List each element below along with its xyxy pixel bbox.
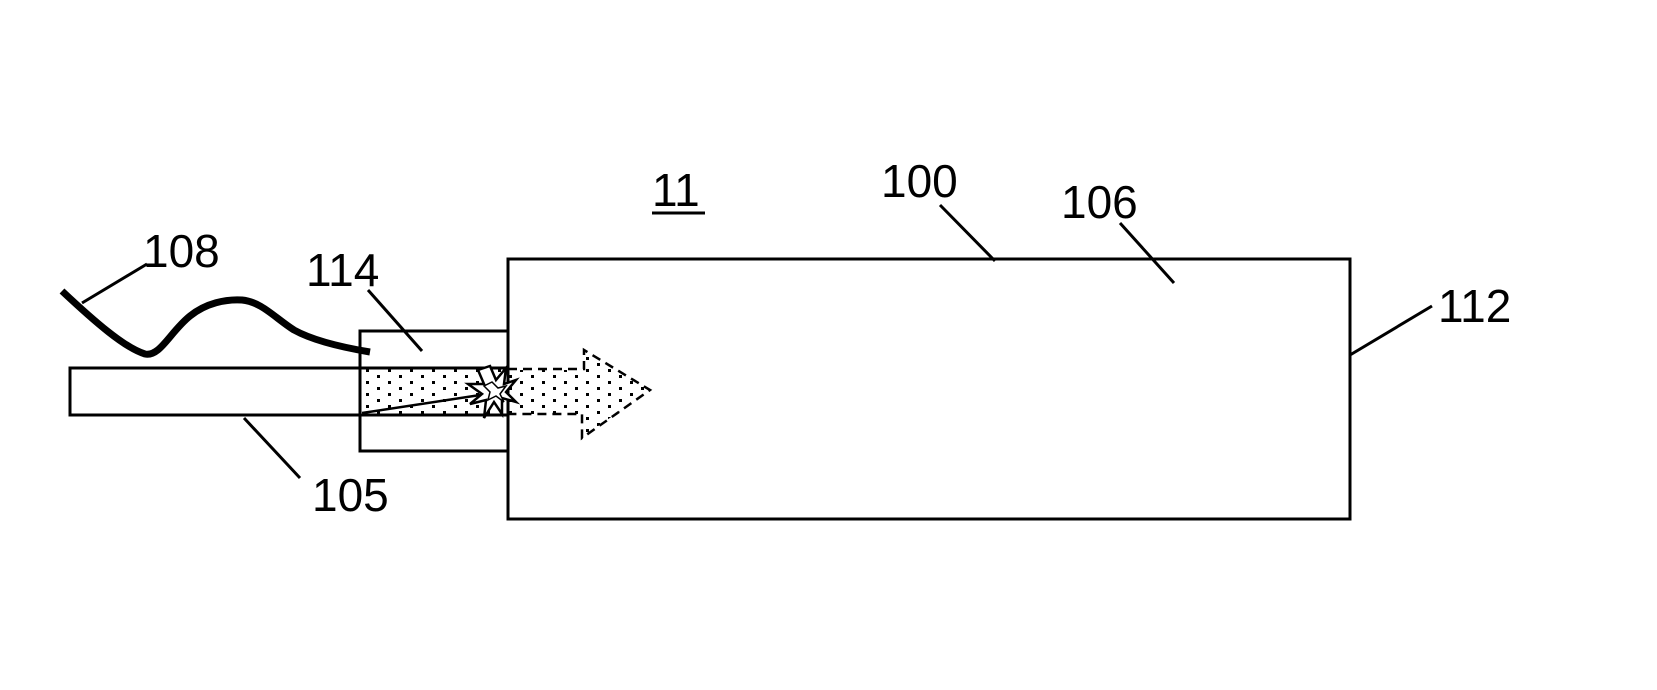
label-108: 108	[143, 225, 220, 277]
label-106: 106	[1061, 176, 1138, 228]
leader-106	[1120, 223, 1174, 283]
label-105: 105	[312, 469, 389, 521]
leader-100	[940, 205, 995, 261]
figure-number: 11	[652, 164, 700, 216]
label-112: 112	[1438, 280, 1511, 332]
leader-105	[244, 418, 300, 478]
label-100: 100	[881, 155, 958, 207]
wire	[62, 291, 370, 354]
rod	[70, 368, 360, 415]
dashed-arrow-head-fill	[584, 352, 650, 436]
dashed-arrow-fill	[508, 370, 584, 414]
leader-112	[1350, 306, 1432, 355]
leader-108	[82, 264, 147, 303]
leader-114	[368, 290, 422, 351]
label-114: 114	[306, 244, 379, 296]
